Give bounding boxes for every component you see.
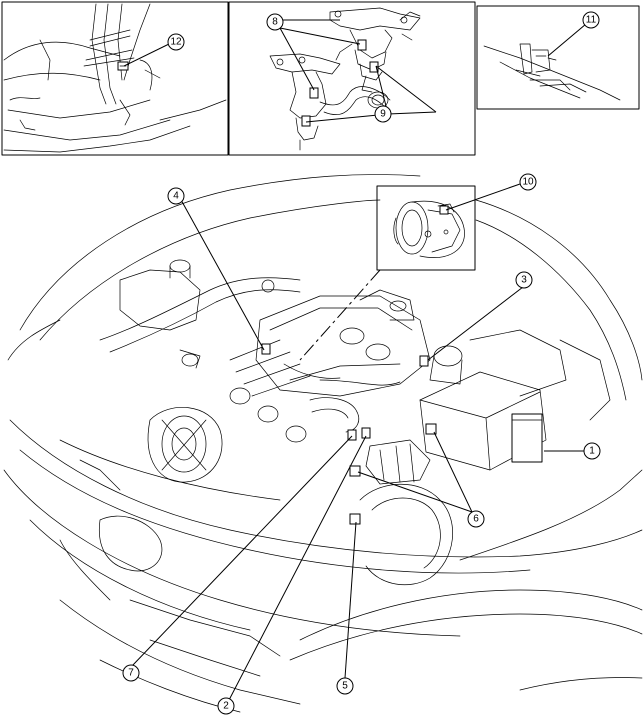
callout-10-label: 10 xyxy=(522,177,534,188)
sensor-12-shape xyxy=(117,61,129,71)
callout-8: 8 xyxy=(266,13,284,31)
leader-lines xyxy=(123,19,587,703)
callout-1: 1 xyxy=(583,442,601,460)
leader-5 xyxy=(344,521,357,679)
callout-6: 6 xyxy=(467,510,485,528)
callout-3: 3 xyxy=(515,271,533,289)
callout-7-label: 7 xyxy=(128,668,134,679)
sensor-10-shape xyxy=(439,205,449,215)
leader-11 xyxy=(547,23,587,57)
sensor-3-shape xyxy=(419,355,429,367)
callout-6-label: 6 xyxy=(473,514,479,525)
leader-8 xyxy=(279,19,361,91)
inset-component-10 xyxy=(376,185,476,271)
callout-2-label: 2 xyxy=(223,701,229,712)
sensor-5-shape xyxy=(349,513,361,525)
inset-exhaust-drawing xyxy=(269,7,421,151)
callout-4: 4 xyxy=(167,187,185,205)
callout-12-label: 12 xyxy=(170,37,182,48)
inset-exhaust xyxy=(228,1,476,156)
inset-10-reference-line xyxy=(299,269,381,361)
inset-component-10-drawing xyxy=(393,200,465,258)
leader-3 xyxy=(427,286,524,361)
leader-6 xyxy=(357,431,473,513)
leader-10 xyxy=(445,183,521,211)
leader-12 xyxy=(123,43,170,67)
inset-fuel-line xyxy=(1,1,229,156)
callout-9-label: 9 xyxy=(380,109,386,120)
callout-12: 12 xyxy=(167,33,185,51)
leader-4 xyxy=(179,197,265,351)
callout-11: 11 xyxy=(582,11,600,29)
inset-fuel-line-frame xyxy=(1,1,229,156)
inset-component-10-frame xyxy=(376,185,476,271)
inset-bracket-drawing xyxy=(483,43,621,101)
sensor-6a-shape xyxy=(425,423,437,435)
callout-5-label: 5 xyxy=(342,681,348,692)
sensor-2-shape xyxy=(361,427,371,439)
inset-bracket-frame xyxy=(476,5,640,110)
callout-9: 9 xyxy=(374,105,392,123)
leader-2 xyxy=(227,435,367,703)
callout-3-label: 3 xyxy=(521,275,527,286)
callout-5: 5 xyxy=(336,677,354,695)
callout-4-label: 4 xyxy=(173,191,179,202)
sensor-4-shape xyxy=(261,343,271,355)
sensor-markers xyxy=(261,343,437,525)
callout-10: 10 xyxy=(519,173,537,191)
callout-7: 7 xyxy=(122,664,140,682)
callout-8-label: 8 xyxy=(272,17,278,28)
sensor-6b-shape xyxy=(349,465,361,477)
leader-7 xyxy=(131,435,353,667)
sensor-7-shape xyxy=(347,429,357,441)
inset-fuel-line-drawing xyxy=(3,3,227,153)
sensor-8-shapes xyxy=(309,39,367,99)
engine-bay-drawing xyxy=(3,174,643,713)
inset-bracket xyxy=(476,5,640,110)
callout-11-label: 11 xyxy=(586,15,597,26)
callout-2: 2 xyxy=(217,697,235,715)
callout-1-label: 1 xyxy=(589,446,595,457)
inset-exhaust-frame xyxy=(228,1,476,156)
